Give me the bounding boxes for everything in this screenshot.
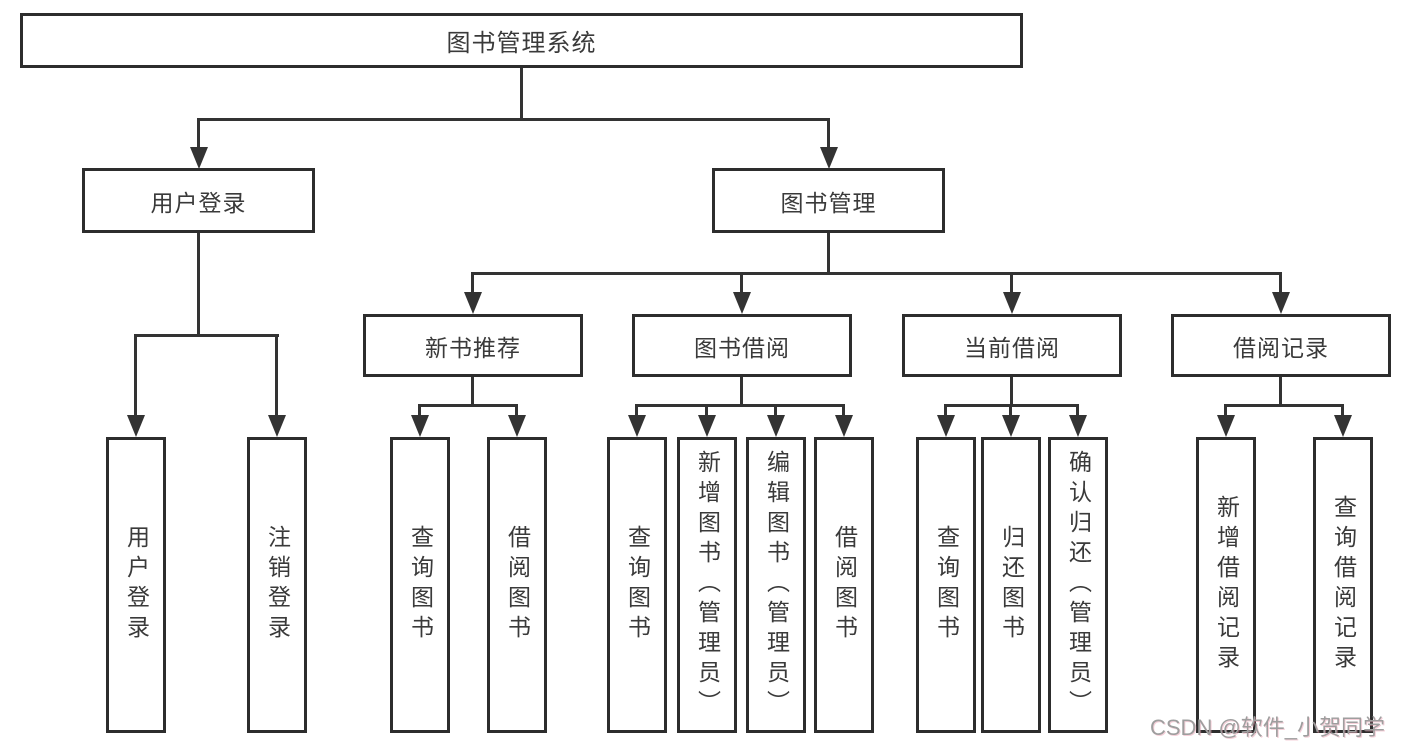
connector-level1-rail: [197, 118, 830, 121]
connector-drop: [1341, 404, 1344, 417]
watermark: CSDN @软件_小贺同学: [1150, 715, 1386, 740]
connector-group4-stem: [1279, 377, 1282, 406]
node-book-borrow: 图书借阅: [632, 314, 852, 377]
connector-drop: [842, 404, 845, 417]
leaf-borrow-books: 借阅图书: [487, 437, 547, 733]
connector-drop: [705, 404, 708, 417]
arrow-down-icon: [190, 147, 208, 169]
leaf-return-books: 归还图书: [981, 437, 1041, 733]
node-user-login: 用户登录: [82, 168, 315, 233]
connector-drop: [635, 404, 638, 417]
connector-group4-rail: [1224, 404, 1344, 407]
leaf-label: 注销登录: [264, 525, 291, 645]
leaf-edit-book-admin: 编辑图书（管理员）: [746, 437, 806, 733]
leaf-label: 查询图书: [407, 525, 434, 645]
leaf-label: 新增图书（管理员）: [694, 450, 721, 720]
connector-mgmt-rail: [471, 272, 1282, 275]
arrow-down-icon: [1272, 292, 1290, 314]
node-book-management: 图书管理: [712, 168, 945, 233]
arrow-down-icon: [1069, 415, 1087, 437]
arrow-down-icon: [835, 415, 853, 437]
node-current-borrow: 当前借阅: [902, 314, 1122, 377]
node-borrow-records: 借阅记录: [1171, 314, 1391, 377]
connector-drop: [1076, 404, 1079, 417]
connector-group1-stem: [471, 377, 474, 406]
leaf-add-book-admin: 新增图书（管理员）: [677, 437, 737, 733]
connector-login-drop: [197, 118, 200, 152]
connector-root-stem: [520, 68, 523, 120]
node-root-system: 图书管理系统: [20, 13, 1023, 68]
connector-group4-drop: [1279, 272, 1282, 296]
arrow-down-icon: [464, 292, 482, 314]
connector-drop: [774, 404, 777, 417]
connector-drop: [944, 404, 947, 417]
connector-group2-rail: [635, 404, 844, 407]
arrow-down-icon: [411, 415, 429, 437]
arrow-down-icon: [1002, 415, 1020, 437]
leaf-user-login: 用户登录: [106, 437, 166, 733]
leaf-label: 借阅图书: [504, 525, 531, 645]
arrow-down-icon: [268, 415, 286, 437]
arrow-down-icon: [1334, 415, 1352, 437]
connector-drop: [1224, 404, 1227, 417]
arrow-down-icon: [1217, 415, 1235, 437]
connector-mgmt-drop: [827, 118, 830, 152]
connector-login-rail: [134, 334, 279, 337]
connector-mgmt-stem: [827, 233, 830, 274]
arrow-down-icon: [698, 415, 716, 437]
leaf-add-borrow-record: 新增借阅记录: [1196, 437, 1256, 733]
leaf-borrow-books: 借阅图书: [814, 437, 874, 733]
leaf-label: 查询图书: [933, 525, 960, 645]
leaf-label: 查询借阅记录: [1330, 495, 1357, 675]
connector-group3-stem: [1010, 377, 1013, 406]
connector-group2-stem: [740, 377, 743, 406]
leaf-query-books: 查询图书: [916, 437, 976, 733]
connector-drop: [1009, 404, 1012, 417]
arrow-down-icon: [628, 415, 646, 437]
arrow-down-icon: [733, 292, 751, 314]
leaf-query-borrow-record: 查询借阅记录: [1313, 437, 1373, 733]
connector-login-leaf2-drop: [275, 334, 278, 417]
connector-group1-rail: [418, 404, 518, 407]
connector-login-stem: [197, 233, 200, 336]
arrow-down-icon: [937, 415, 955, 437]
leaf-label: 新增借阅记录: [1213, 495, 1240, 675]
leaf-logout: 注销登录: [247, 437, 307, 733]
leaf-label: 编辑图书（管理员）: [763, 450, 790, 720]
node-new-book-recommend: 新书推荐: [363, 314, 583, 377]
connector-drop: [515, 404, 518, 417]
leaf-query-books: 查询图书: [607, 437, 667, 733]
leaf-label: 借阅图书: [831, 525, 858, 645]
connector-group2-drop: [740, 272, 743, 296]
arrow-down-icon: [127, 415, 145, 437]
connector-group3-drop: [1010, 272, 1013, 296]
leaf-label: 用户登录: [123, 525, 150, 645]
leaf-confirm-return-admin: 确认归还（管理员）: [1048, 437, 1108, 733]
leaf-query-books: 查询图书: [390, 437, 450, 733]
arrow-down-icon: [1003, 292, 1021, 314]
arrow-down-icon: [767, 415, 785, 437]
leaf-label: 查询图书: [624, 525, 651, 645]
arrow-down-icon: [820, 147, 838, 169]
connector-login-leaf1-drop: [134, 334, 137, 417]
connector-group1-drop: [471, 272, 474, 296]
arrow-down-icon: [508, 415, 526, 437]
connector-drop: [418, 404, 421, 417]
leaf-label: 确认归还（管理员）: [1065, 450, 1092, 720]
leaf-label: 归还图书: [998, 525, 1025, 645]
